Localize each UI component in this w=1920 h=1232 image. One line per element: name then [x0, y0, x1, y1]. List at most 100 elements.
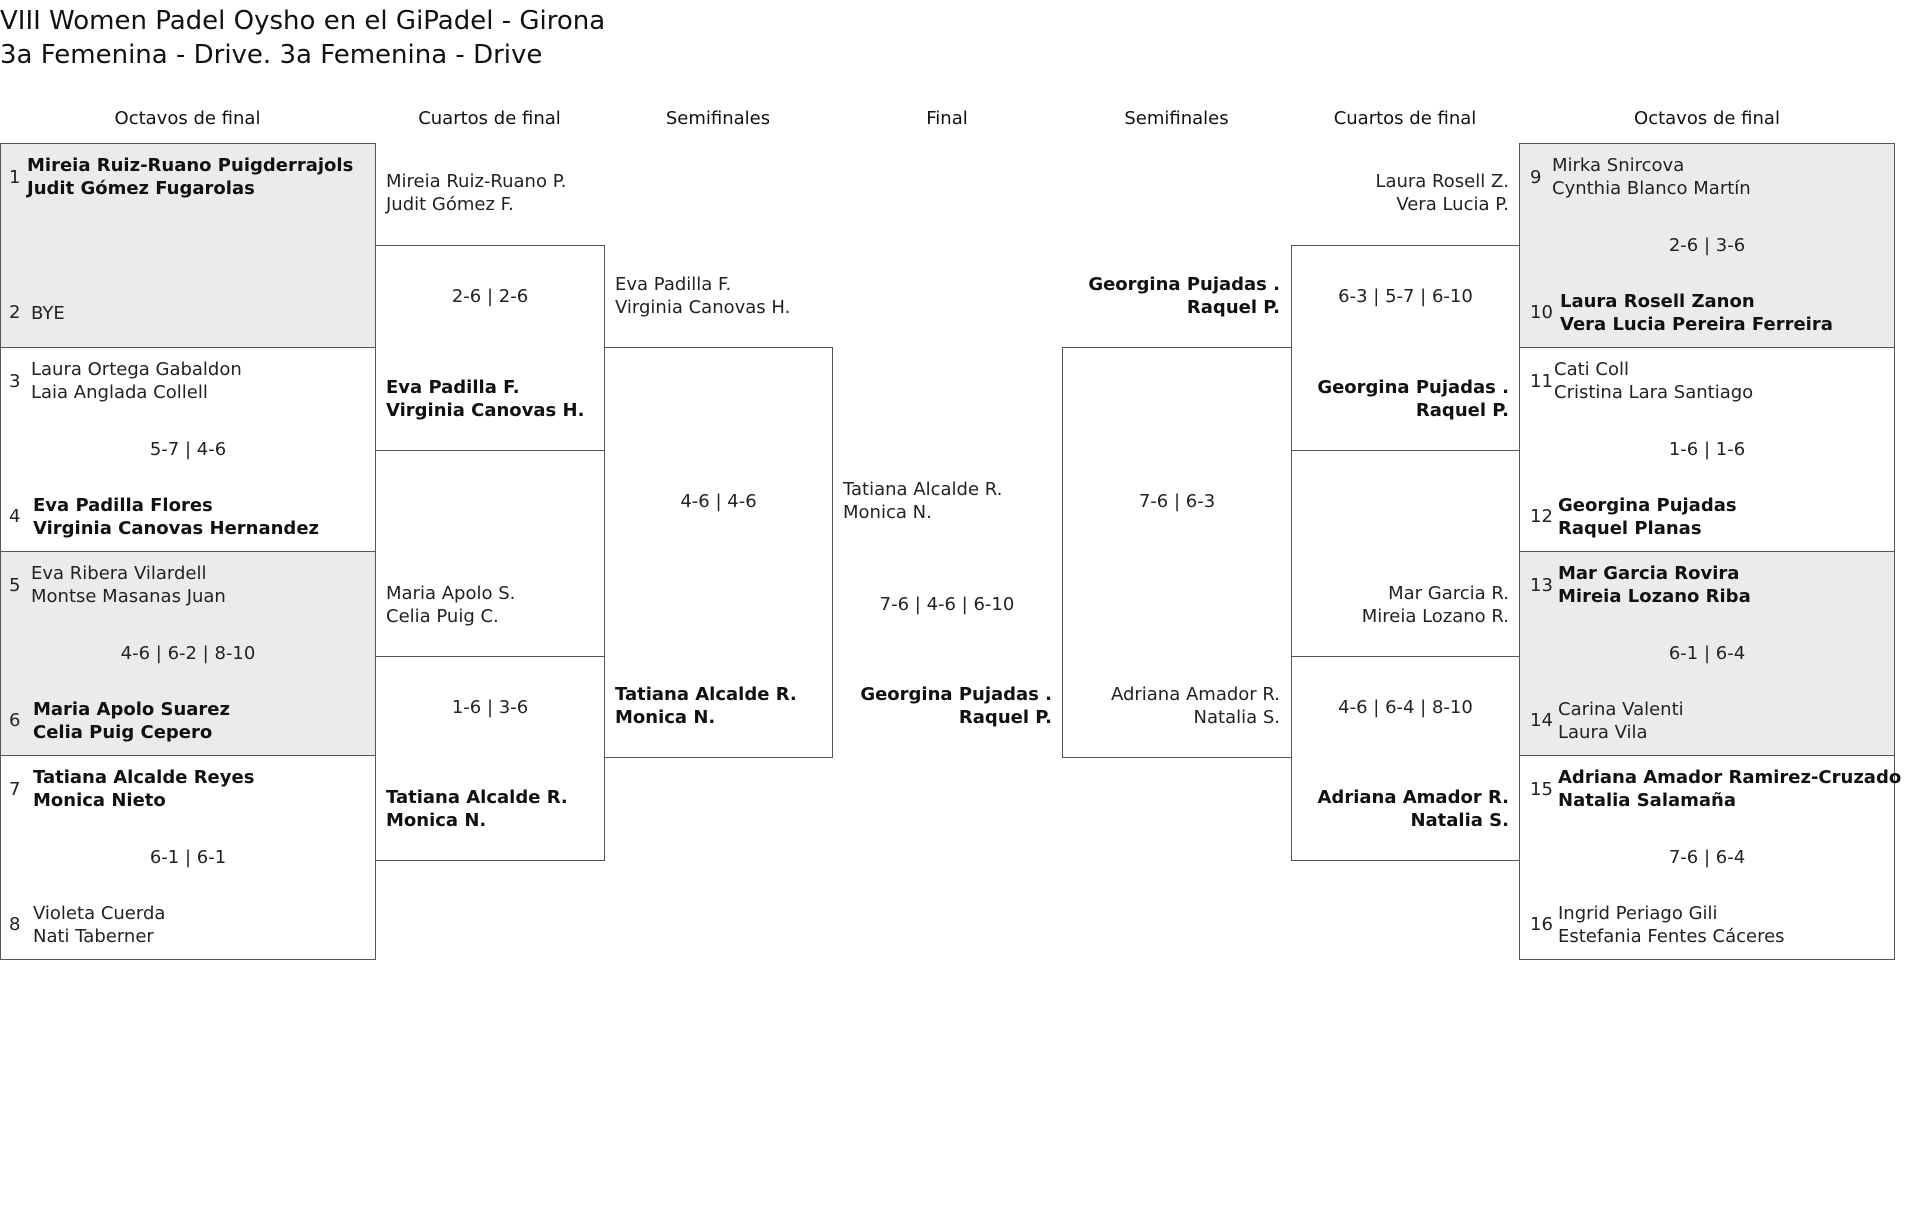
player-name: Mireia Ruiz-Ruano Puigderrajols — [27, 155, 354, 176]
player-name: Nati Taberner — [33, 926, 154, 947]
team-entry: Eva Ribera Vilardell Montse Masanas Juan — [31, 562, 226, 608]
match-score: 4-6 | 6-4 | 8-10 — [1338, 697, 1473, 718]
match-score: 7-6 | 6-4 — [1668, 847, 1746, 868]
player-name: Mireia Lozano Riba — [1558, 586, 1751, 607]
team-entry: Laura Rosell Zanon Vera Lucia Pereira Fe… — [1560, 290, 1833, 336]
match-score: 2-6 | 3-6 — [1668, 235, 1746, 256]
player-name: Adriana Amador Ramirez-Cruzado — [1558, 767, 1902, 788]
player-name: Monica N. — [386, 810, 487, 831]
player-name: Eva Padilla F. — [386, 377, 520, 398]
match-score: 4-6 | 6-2 | 8-10 — [120, 643, 256, 664]
player-name: Georgina Pujadas — [1558, 495, 1737, 516]
seed-number: 13 — [1530, 575, 1553, 596]
match-score: 6-3 | 5-7 | 6-10 — [1338, 286, 1473, 307]
sf-match-1 — [604, 347, 833, 758]
player-name: Adriana Amador R. — [1317, 787, 1510, 808]
team-entry: Laura Rosell Z. Vera Lucia P. — [1375, 170, 1509, 216]
seed-number: 16 — [1530, 914, 1553, 935]
player-name: Raquel Planas — [1558, 518, 1702, 539]
match-score: 5-7 | 4-6 — [149, 439, 227, 460]
player-name: Laura Rosell Z. — [1375, 171, 1509, 192]
player-name: Maria Apolo Suarez — [33, 699, 230, 720]
seed-number: 11 — [1530, 371, 1553, 392]
team-entry: Maria Apolo Suarez Celia Puig Cepero — [33, 698, 230, 744]
player-name: Mar Garcia R. — [1388, 583, 1509, 604]
player-name: Adriana Amador R. — [1110, 684, 1280, 705]
seed-number: 5 — [9, 575, 21, 596]
player-name: Georgina Pujadas . — [1317, 377, 1509, 398]
team-entry: Mirka Snircova Cynthia Blanco Martín — [1552, 154, 1751, 200]
player-name: Judit Gómez Fugarolas — [27, 178, 255, 199]
team-entry: BYE — [31, 302, 65, 325]
seed-number: 3 — [9, 371, 21, 392]
player-name: Monica N. — [843, 502, 932, 523]
player-name: Laia Anglada Collell — [31, 382, 208, 403]
player-name: Estefania Fentes Cáceres — [1558, 926, 1785, 947]
team-entry: Tatiana Alcalde R. Monica N. — [386, 786, 568, 832]
category-title: 3a Femenina - Drive. 3a Femenina - Drive — [0, 40, 543, 70]
match-score: 2-6 | 2-6 — [451, 286, 529, 307]
player-name: Georgina Pujadas . — [1088, 274, 1280, 295]
player-name: Natalia S. — [1193, 707, 1280, 728]
player-name: Monica N. — [615, 707, 716, 728]
player-name: Monica Nieto — [33, 790, 166, 811]
player-name: Raquel P. — [1415, 400, 1509, 421]
player-name: Virginia Canovas H. — [386, 400, 585, 421]
player-name: Raquel P. — [958, 707, 1052, 728]
match-score: 4-6 | 4-6 — [680, 491, 757, 512]
seed-number: 8 — [9, 914, 21, 935]
team-entry: Mar Garcia R. Mireia Lozano R. — [1362, 582, 1509, 628]
seed-number: 4 — [9, 506, 21, 527]
team-entry: Maria Apolo S. Celia Puig C. — [386, 582, 515, 628]
team-entry: Ingrid Periago Gili Estefania Fentes Các… — [1558, 902, 1785, 948]
seed-number: 9 — [1530, 167, 1542, 188]
player-name: Laura Ortega Gabaldon — [31, 359, 242, 380]
header-left-sf: Semifinales — [665, 108, 771, 129]
player-name: Celia Puig Cepero — [33, 722, 213, 743]
r16-match-1 — [0, 143, 376, 348]
player-name: Eva Padilla Flores — [33, 495, 213, 516]
team-entry: Eva Padilla F. Virginia Canovas H. — [386, 376, 584, 422]
team-entry: Carina Valenti Laura Vila — [1558, 698, 1684, 744]
player-name: Natalia Salamaña — [1558, 790, 1737, 811]
team-entry: Adriana Amador Ramirez-Cruzado Natalia S… — [1558, 766, 1901, 812]
team-entry: Tatiana Alcalde Reyes Monica Nieto — [33, 766, 254, 812]
player-name: Eva Padilla F. — [615, 274, 732, 295]
player-name: Cynthia Blanco Martín — [1552, 178, 1751, 199]
team-entry: Violeta Cuerda Nati Taberner — [33, 902, 165, 948]
player-name: Tatiana Alcalde R. — [843, 479, 1003, 500]
player-name: Judit Gómez F. — [386, 194, 514, 215]
seed-number: 1 — [9, 167, 21, 188]
player-name: Carina Valenti — [1558, 699, 1684, 720]
player-name: Laura Vila — [1558, 722, 1648, 743]
match-score: 6-1 | 6-4 — [1668, 643, 1746, 664]
player-name: Violeta Cuerda — [33, 903, 166, 924]
r16-match-8 — [1519, 755, 1895, 960]
seed-number: 7 — [9, 779, 21, 800]
match-score: 1-6 | 1-6 — [1668, 439, 1746, 460]
header-right-sf: Semifinales — [1124, 108, 1229, 129]
player-name: Ingrid Periago Gili — [1558, 903, 1718, 924]
header-final: Final — [926, 108, 968, 129]
r16-match-5 — [1519, 143, 1895, 348]
team-entry: Georgina Pujadas Raquel Planas — [1558, 494, 1737, 540]
player-name: Montse Masanas Juan — [31, 586, 226, 607]
team-entry: Mireia Ruiz-Ruano P. Judit Gómez F. — [386, 170, 566, 216]
player-name: Vera Lucia Pereira Ferreira — [1560, 314, 1833, 335]
header-right-r16: Octavos de final — [1634, 108, 1780, 129]
player-name: Mireia Lozano R. — [1361, 606, 1509, 627]
team-entry: Adriana Amador R. Natalia S. — [1111, 683, 1280, 729]
seed-number: 2 — [9, 302, 21, 323]
player-name: Virginia Canovas H. — [615, 297, 791, 318]
team-entry: Tatiana Alcalde R. Monica N. — [615, 683, 797, 729]
team-entry: Georgina Pujadas . Raquel P. — [1317, 376, 1509, 422]
player-name: BYE — [31, 303, 65, 324]
player-name: Cristina Lara Santiago — [1554, 382, 1754, 403]
player-name: Cati Coll — [1554, 359, 1629, 380]
match-score: 1-6 | 3-6 — [451, 697, 529, 718]
qf-match-2 — [375, 656, 605, 861]
match-score: 6-1 | 6-1 — [149, 847, 227, 868]
seed-number: 15 — [1530, 779, 1553, 800]
header-left-qf: Cuartos de final — [418, 108, 561, 129]
tournament-title: VIII Women Padel Oysho en el GiPadel - G… — [0, 6, 606, 36]
